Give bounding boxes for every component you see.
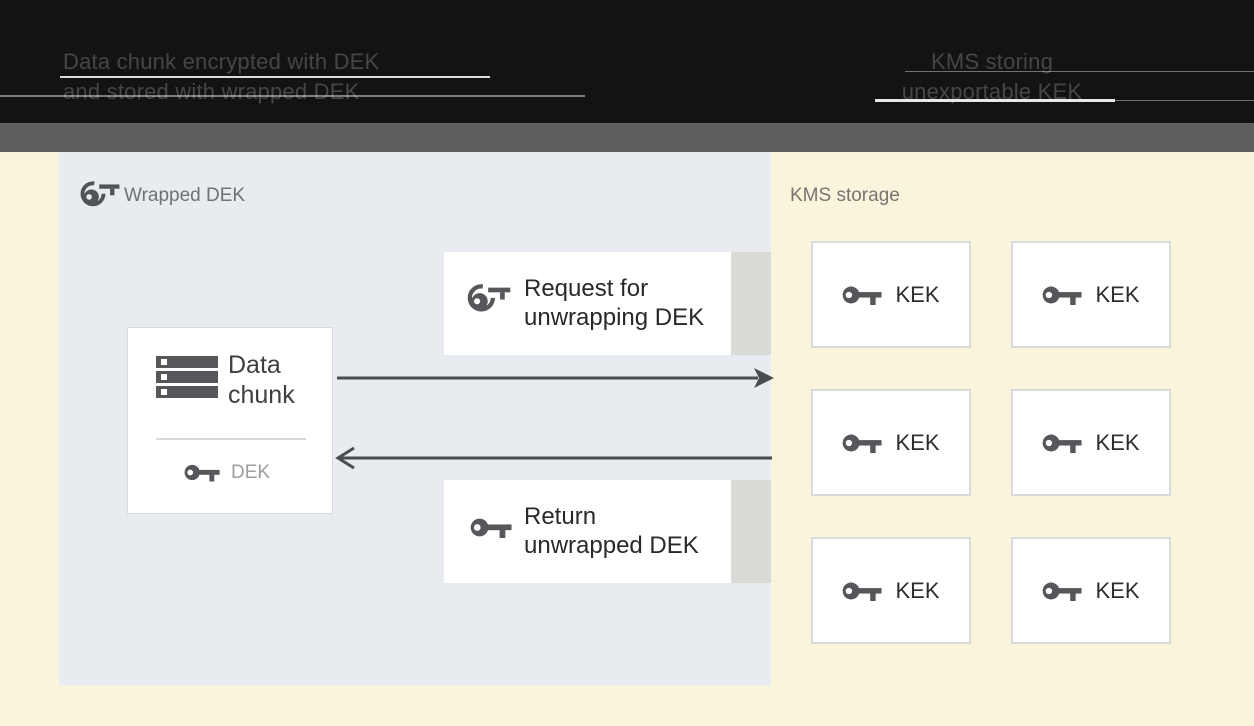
return-box-edge-tab — [731, 480, 771, 583]
kek-box: KEK — [811, 389, 971, 496]
left-caption-line2: and stored with wrapped DEK — [63, 79, 360, 104]
key-icon — [1042, 282, 1083, 308]
return-unwrapped-box: Return unwrapped DEK — [444, 480, 731, 583]
kek-label: KEK — [1095, 429, 1140, 455]
return-line1: Return — [524, 503, 597, 530]
divider — [156, 438, 306, 440]
wrapped-dek-panel-label: Wrapped DEK — [124, 185, 246, 206]
return-line2: unwrapped DEK — [524, 532, 699, 559]
key-icon — [842, 430, 883, 456]
left-caption-line1: Data chunk encrypted with DEK — [63, 49, 380, 74]
subheader-bar — [0, 123, 1254, 152]
request-box-text: Request for unwrapping DEK — [524, 274, 704, 332]
right-caption-line2: unexportable KEK — [901, 79, 1083, 104]
server-bar — [156, 371, 218, 383]
data-chunk-box: Data chunk DEK — [127, 327, 333, 514]
kek-label: KEK — [895, 281, 940, 307]
data-chunk-title: Data chunk — [228, 350, 295, 410]
wrapped-key-icon — [79, 176, 121, 210]
request-arrow — [337, 365, 775, 391]
header-band: Data chunk encrypted with DEK and stored… — [0, 0, 1254, 123]
right-caption: KMS storing unexportable KEK — [872, 47, 1112, 107]
server-bar — [156, 386, 218, 398]
wrapped-key-icon — [466, 278, 512, 316]
right-caption-line1: KMS storing — [930, 49, 1054, 74]
kek-box: KEK — [1011, 241, 1171, 348]
request-line2: unwrapping DEK — [524, 304, 705, 331]
header-artifact-line — [0, 95, 585, 97]
request-line1: Request for — [524, 275, 649, 302]
key-icon — [184, 461, 220, 484]
kek-label: KEK — [895, 429, 940, 455]
dek-label: DEK — [231, 462, 271, 483]
kek-label: KEK — [895, 577, 940, 603]
return-box-text: Return unwrapped DEK — [524, 502, 699, 560]
kek-box: KEK — [1011, 389, 1171, 496]
kek-box: KEK — [811, 241, 971, 348]
kek-label: KEK — [1095, 577, 1140, 603]
header-artifact-line — [60, 76, 490, 78]
key-icon — [470, 514, 512, 541]
kek-box: KEK — [1011, 537, 1171, 644]
request-box-edge-tab — [731, 252, 771, 355]
kms-storage-label: KMS storage — [790, 185, 900, 206]
kek-label: KEK — [1095, 281, 1140, 307]
key-icon — [842, 282, 883, 308]
request-unwrapping-box: Request for unwrapping DEK — [444, 252, 731, 355]
kek-box: KEK — [811, 537, 971, 644]
server-icon — [156, 356, 218, 400]
data-chunk-title-line2: chunk — [228, 381, 295, 409]
header-artifact-line — [1115, 100, 1254, 101]
header-artifact-line — [875, 99, 1115, 102]
server-bar — [156, 356, 218, 368]
header-artifact-line — [905, 71, 1254, 72]
left-caption: Data chunk encrypted with DEK and stored… — [63, 47, 379, 107]
key-icon — [1042, 430, 1083, 456]
data-chunk-title-line1: Data — [228, 351, 281, 379]
key-icon — [1042, 578, 1083, 604]
key-icon — [842, 578, 883, 604]
return-arrow — [335, 445, 772, 471]
